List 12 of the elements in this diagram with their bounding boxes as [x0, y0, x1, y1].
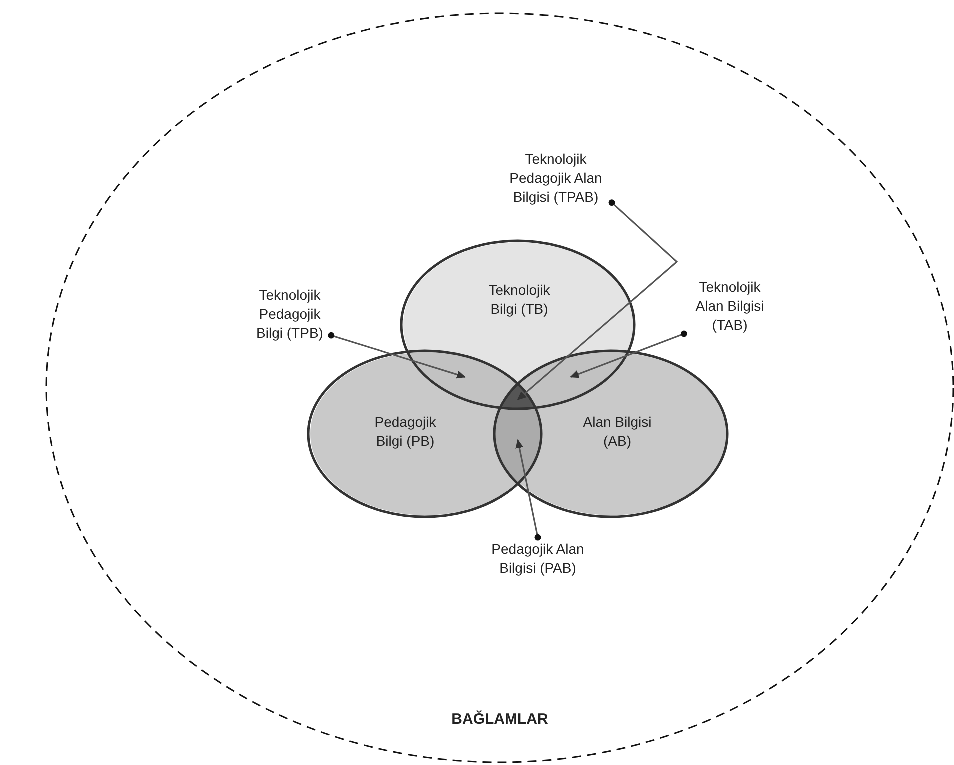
callout-label: Teknolojik Alan Bilgisi (TAB)	[686, 278, 774, 358]
circle-label: Teknolojik Bilgi (TB)	[488, 281, 552, 319]
callout-label: Pedagojik Alan Bilgisi (PAB)	[490, 540, 586, 620]
callout-label: Teknolojik Pedagojik Alan Bilgisi (TPAB)	[500, 150, 612, 230]
circle-label: Pedagojik Bilgi (PB)	[374, 413, 438, 451]
leader-line	[516, 439, 542, 541]
callout-label: Teknolojik Pedagojik Bilgi (TPB)	[246, 286, 334, 366]
leader-line	[570, 330, 688, 378]
leader-line	[328, 332, 466, 379]
leader-line	[517, 200, 678, 400]
circle-label: Alan Bilgisi (AB)	[582, 413, 652, 451]
context-label: BAĞLAMLAR	[450, 710, 550, 729]
